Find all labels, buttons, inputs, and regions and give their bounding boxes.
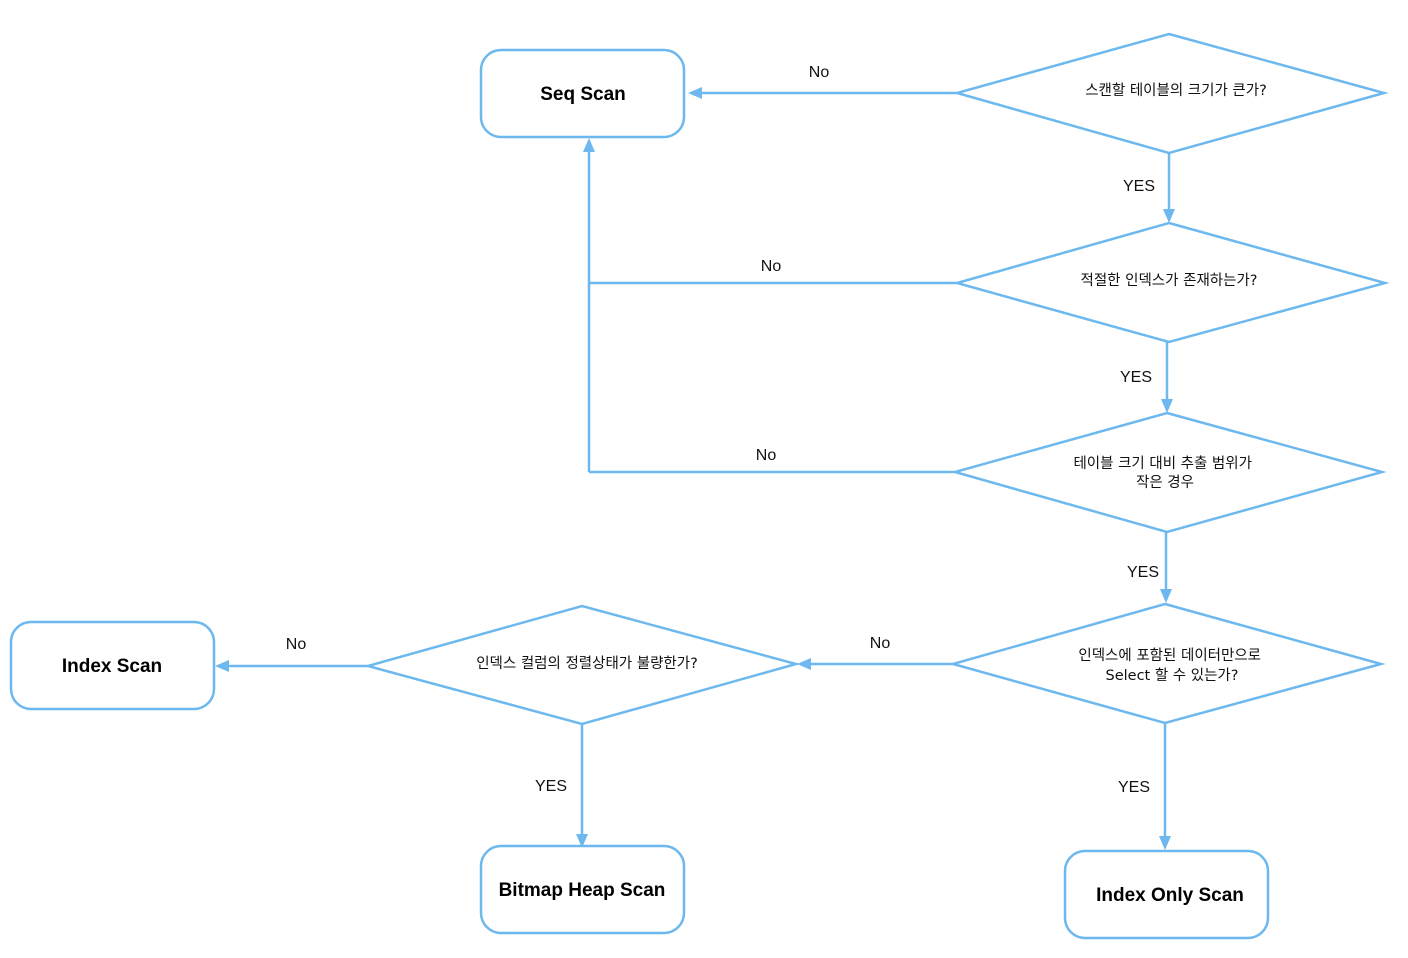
decision-table-size-diamond (952, 32, 1389, 155)
decision-index-only-diamond (948, 602, 1386, 725)
index-scan-label: Index Scan (62, 656, 162, 677)
edge-label-index-only-yes: YES (1118, 779, 1150, 796)
edge-label-extract-range-no: No (756, 447, 777, 464)
bitmap-heap-scan-box (479, 844, 686, 935)
index-scan-node: Index Scan (9, 620, 216, 711)
decision-index-exists-text: 적절한 인덱스가 존재하는가? (1081, 272, 1258, 289)
decision-extract-range-line-1: 테이블 크기 대비 추출 범위가 (1073, 455, 1252, 472)
edge-label-index-only-no: No (870, 635, 891, 652)
edge-label-extract-range-yes: YES (1127, 564, 1159, 581)
bitmap-heap-scan-label: Bitmap Heap Scan (499, 880, 666, 901)
decision-extract-range-line-2: 작은 경우 (1136, 474, 1194, 491)
edge-label-index-exists-yes: YES (1120, 369, 1152, 386)
index-only-scan-label: Index Only Scan (1096, 885, 1244, 906)
edge-label-sort-state-yes: YES (535, 778, 567, 795)
decision-table-size: 스캔할 테이블의 크기가 큰가? (952, 32, 1389, 155)
decision-extract-range-diamond (950, 411, 1387, 534)
edge-label-table-size-no: No (809, 64, 830, 81)
decision-sort-state-diamond (363, 604, 801, 726)
edge-label-index-exists-no: No (761, 258, 782, 275)
decision-extract-range-text: 테이블 크기 대비 추출 범위가 작은 경우 (1073, 455, 1256, 491)
seq-scan-box (479, 48, 686, 139)
decision-index-only-line-1: 인덱스에 포함된 데이터만으로 (1078, 647, 1261, 664)
edge-label-table-size-yes: YES (1123, 178, 1155, 195)
arrowhead-to-seq-scan (688, 87, 702, 99)
edge-label-sort-state-no: No (286, 636, 307, 653)
decision-index-only-line-2: Select 할 수 있는가? (1106, 667, 1239, 684)
arrowhead-to-index-scan (215, 660, 229, 672)
decision-index-only: 인덱스에 포함된 데이터만으로 Select 할 수 있는가? (948, 602, 1386, 725)
decision-index-exists-line-1: 적절한 인덱스가 존재하는가? (1081, 272, 1258, 289)
edge-labels: No YES No YES No YES No YES No YES (286, 64, 1159, 796)
seq-scan-label: Seq Scan (540, 84, 626, 105)
decision-sort-state: 인덱스 컬럼의 정렬상태가 불량한가? (363, 604, 801, 726)
arrowhead-to-bitmap-heap-scan (576, 834, 588, 848)
connectors (215, 87, 1175, 850)
decision-index-exists-diamond (952, 221, 1390, 344)
decision-sort-state-text: 인덱스 컬럼의 정렬상태가 불량한가? (476, 655, 698, 672)
decision-index-only-text: 인덱스에 포함된 데이터만으로 Select 할 수 있는가? (1078, 647, 1265, 684)
index-only-scan-node: Index Only Scan (1063, 849, 1270, 940)
arrowhead-to-index-only (1160, 589, 1172, 603)
decision-extract-range: 테이블 크기 대비 추출 범위가 작은 경우 (950, 411, 1387, 534)
seq-scan-node: Seq Scan (479, 48, 686, 139)
bitmap-heap-scan-node: Bitmap Heap Scan (479, 844, 686, 935)
decision-table-size-text: 스캔할 테이블의 크기가 큰가? (1085, 82, 1267, 99)
decision-sort-state-line-1: 인덱스 컬럼의 정렬상태가 불량한가? (476, 655, 698, 672)
arrowhead-to-extract-range (1161, 399, 1173, 413)
index-scan-box (9, 620, 216, 711)
arrowhead-up-to-seq-scan (583, 138, 595, 152)
index-only-scan-box (1063, 849, 1270, 940)
arrowhead-to-index-only-scan (1159, 836, 1171, 850)
arrowhead-to-index-exists (1163, 209, 1175, 223)
decision-table-size-line-1: 스캔할 테이블의 크기가 큰가? (1085, 82, 1267, 99)
arrowhead-to-sort-state (797, 658, 811, 670)
decision-index-exists: 적절한 인덱스가 존재하는가? (952, 221, 1390, 344)
